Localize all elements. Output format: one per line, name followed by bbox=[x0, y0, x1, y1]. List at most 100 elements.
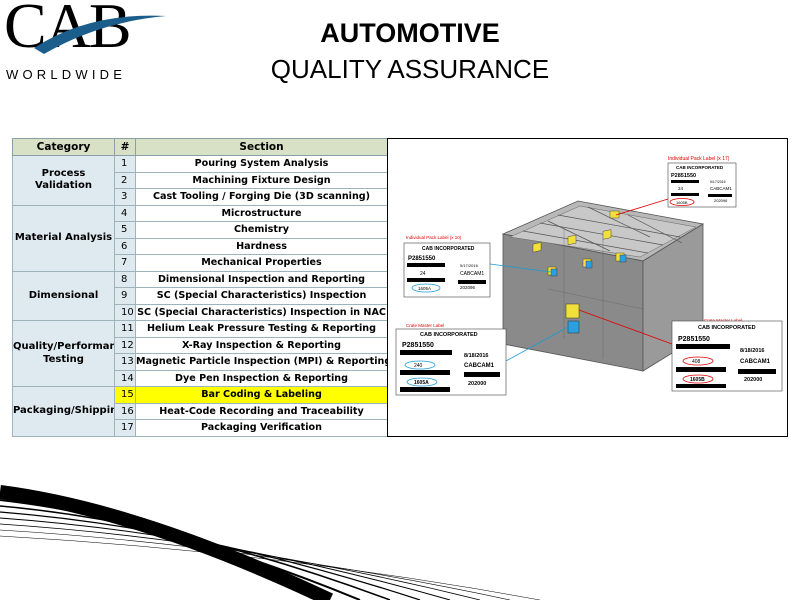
label-c-ship: CABCAM1 bbox=[464, 363, 495, 369]
table-row: Material Analysis 4 Microstructure bbox=[12, 204, 388, 272]
row-number: 14 bbox=[114, 369, 136, 387]
crate-label-c: Crate Master Label CAB INCORPORATED P285… bbox=[395, 323, 507, 396]
row-number: 3 bbox=[114, 188, 136, 206]
cab-worldwide-logo: CAB WORLDWIDE bbox=[4, 0, 172, 84]
label-b-caption: Individual Pack Label (x 10) bbox=[406, 235, 462, 240]
label-a-caption: Individual Pack Label (x 17) bbox=[668, 156, 730, 162]
table-header-row: Category # Section bbox=[12, 138, 388, 156]
label-d-date: 8/18/2016 bbox=[740, 348, 764, 354]
label-a-part: P2851550 bbox=[671, 173, 696, 179]
category-cell: Quality/Performance Testing bbox=[12, 320, 115, 387]
row-number: 11 bbox=[114, 320, 136, 338]
table-row: 10 SC (Special Characteristics) Inspecti… bbox=[13, 303, 388, 321]
table-row: Process Validation 1 Pouring System Anal… bbox=[12, 155, 388, 206]
section-cell: Heat-Code Recording and Traceability bbox=[135, 402, 388, 420]
row-number: 12 bbox=[114, 336, 136, 354]
logo-main-text: CAB bbox=[4, 0, 132, 61]
section-cell: Microstructure bbox=[135, 204, 388, 222]
row-number: 9 bbox=[114, 287, 136, 305]
qa-sections-table: Category # Section Process Validation 1 … bbox=[12, 138, 388, 437]
logo-sub-text: WORLDWIDE bbox=[6, 67, 127, 82]
section-cell: Dye Pen Inspection & Reporting bbox=[135, 369, 388, 387]
row-number: 17 bbox=[114, 419, 136, 437]
label-d-code: 202000 bbox=[744, 377, 762, 383]
section-cell: SC (Special Characteristics) Inspection bbox=[135, 287, 388, 305]
pack-label-b: Individual Pack Label (x 10) CAB INCORPO… bbox=[403, 235, 491, 298]
barcode-marks bbox=[400, 180, 776, 392]
logo-swoosh-icon bbox=[34, 15, 166, 54]
label-a-company: CAB INCORPORATED bbox=[676, 165, 724, 170]
row-number: 4 bbox=[114, 204, 136, 222]
label-c-date: 8/18/2016 bbox=[464, 353, 488, 359]
section-cell: SC (Special Characteristics) Inspection … bbox=[135, 303, 388, 321]
callout-line-red-crate bbox=[578, 309, 673, 345]
table-row: 17 Packaging Verification bbox=[13, 419, 388, 437]
table-row: 12 X-Ray Inspection & Reporting bbox=[13, 336, 388, 354]
label-d-lot: 1605B bbox=[690, 377, 705, 383]
label-c-code: 202000 bbox=[468, 381, 486, 387]
crate bbox=[501, 200, 705, 372]
section-cell: Cast Tooling / Forging Die (3D scanning) bbox=[135, 188, 388, 206]
section-cell: Bar Coding & Labeling bbox=[135, 386, 388, 404]
category-cell: Process Validation bbox=[12, 155, 115, 206]
label-d-ship: CABCAM1 bbox=[740, 359, 771, 365]
label-b-code: 202096 bbox=[460, 285, 476, 290]
callout-line-red-pack bbox=[615, 198, 669, 216]
row-number: 1 bbox=[114, 155, 136, 173]
category-cell: Packaging/Shipping bbox=[12, 386, 115, 437]
category-cell: Material Analysis bbox=[12, 204, 115, 272]
section-cell: Magnetic Particle Inspection (MPI) & Rep… bbox=[135, 353, 388, 371]
section-cell: Mechanical Properties bbox=[135, 254, 388, 272]
label-b-lot: 1605A bbox=[418, 286, 431, 291]
callout-line-blue-pack bbox=[489, 263, 552, 273]
label-d-company: CAB INCORPORATED bbox=[698, 325, 756, 331]
crate-labeling-illustration: Individual Pack Label (x 17) CAB INCORPO… bbox=[387, 138, 788, 437]
header-section: Section bbox=[135, 138, 388, 156]
category-cell: Dimensional bbox=[12, 270, 115, 321]
callout-line-blue-crate bbox=[505, 326, 569, 362]
label-c-lot: 1605A bbox=[414, 380, 429, 386]
pack-label-a: Individual Pack Label (x 17) CAB INCORPO… bbox=[667, 156, 737, 208]
row-number: 7 bbox=[114, 254, 136, 272]
row-number: 8 bbox=[114, 270, 136, 288]
header-number: # bbox=[114, 138, 136, 156]
row-number: 16 bbox=[114, 402, 136, 420]
label-b-part: P2851550 bbox=[408, 256, 436, 262]
table-row: Quality/Performance Testing 11 Helium Le… bbox=[12, 320, 388, 387]
label-a-ship: CABCAM1 bbox=[710, 186, 732, 191]
label-a-date: 5/17/2016 bbox=[710, 180, 726, 184]
label-d-part: P2851550 bbox=[678, 336, 710, 343]
section-cell: Pouring System Analysis bbox=[135, 155, 388, 173]
crate-diagram: Individual Pack Label (x 17) CAB INCORPO… bbox=[395, 156, 783, 396]
row-number: 15 bbox=[114, 386, 136, 404]
table-row: 2 Machining Fixture Design bbox=[13, 171, 388, 189]
table-row: Dimensional 8 Dimensional Inspection and… bbox=[12, 270, 388, 321]
row-number: 6 bbox=[114, 237, 136, 255]
section-cell: Packaging Verification bbox=[135, 419, 388, 437]
row-number: 5 bbox=[114, 221, 136, 239]
label-d-qty: 408 bbox=[692, 359, 701, 365]
table-row: 16 Heat-Code Recording and Traceability bbox=[13, 402, 388, 420]
page-title: AUTOMOTIVE bbox=[320, 18, 500, 48]
row-number: 10 bbox=[114, 303, 136, 321]
label-b-qty: 24 bbox=[420, 271, 426, 277]
label-a-qty: 24 bbox=[678, 186, 684, 191]
label-c-caption: Crate Master Label bbox=[406, 323, 444, 328]
table-row: 13 Magnetic Particle Inspection (MPI) & … bbox=[13, 353, 388, 371]
section-cell: Helium Leak Pressure Testing & Reporting bbox=[135, 320, 388, 338]
page-subtitle: QUALITY ASSURANCE bbox=[270, 54, 550, 84]
label-c-company: CAB INCORPORATED bbox=[420, 332, 478, 338]
section-cell: Hardness bbox=[135, 237, 388, 255]
label-b-company: CAB INCORPORATED bbox=[422, 246, 475, 252]
crate-label-d: Crate Master Label CAB INCORPORATED P285… bbox=[671, 318, 783, 392]
label-a-code: 202096 bbox=[714, 198, 728, 203]
label-d-caption: Crate Master Label bbox=[704, 318, 742, 323]
section-cell: Chemistry bbox=[135, 221, 388, 239]
header-category: Category bbox=[12, 138, 115, 156]
table-row: 3 Cast Tooling / Forging Die (3D scannin… bbox=[13, 188, 388, 206]
label-c-qty: 240 bbox=[414, 363, 423, 369]
decorative-stripes bbox=[0, 485, 541, 600]
section-cell: Dimensional Inspection and Reporting bbox=[135, 270, 388, 288]
table-row-highlighted: Packaging/Shipping 15 Bar Coding & Label… bbox=[12, 386, 388, 437]
row-number: 13 bbox=[114, 353, 136, 371]
